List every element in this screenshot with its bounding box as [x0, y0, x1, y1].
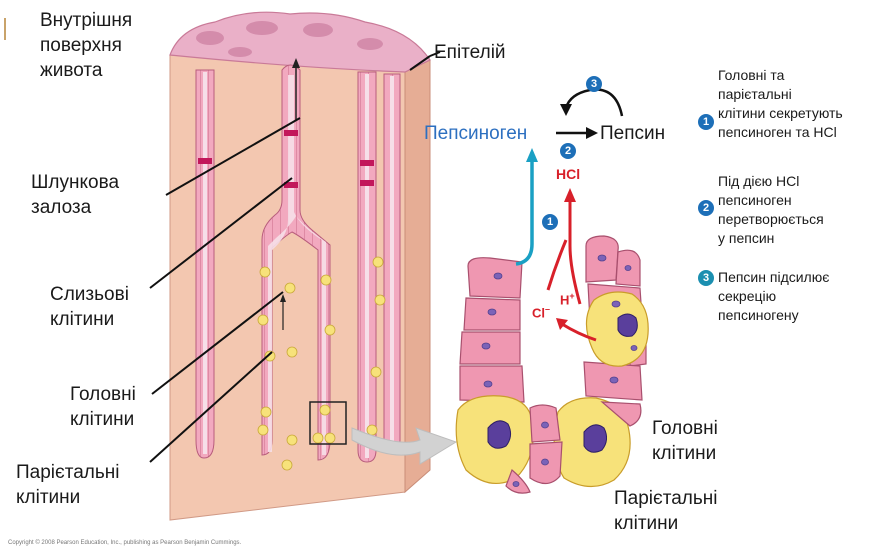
- label-parietal-cells-right: Парієтальні клітини: [614, 486, 717, 536]
- feedback-arrow: [566, 90, 622, 116]
- label-line: клітини: [614, 511, 717, 536]
- note-line: пепсиноген та HCl: [718, 123, 843, 142]
- note-line: у пепсин: [718, 229, 824, 248]
- note-1-badge: 1: [698, 114, 714, 130]
- copyright-text: Copyright © 2008 Pearson Education, Inc.…: [8, 540, 241, 546]
- note-line: секрецію: [718, 287, 829, 306]
- note-line: пепсиноген: [718, 191, 824, 210]
- label-line: Головні: [652, 416, 718, 441]
- label-line: поверхня: [40, 33, 132, 58]
- h-plus-symbol: H: [560, 292, 569, 307]
- label-epithelium: Епітелій: [434, 40, 506, 65]
- label-line: залоза: [31, 195, 119, 220]
- step-2-badge: 2: [560, 143, 576, 159]
- label-line: Головні: [70, 382, 136, 407]
- note-line: пепсиногену: [718, 306, 829, 325]
- note-line: Головні та: [718, 66, 843, 85]
- pepsinogen-arrow: [516, 162, 532, 264]
- label-line: Внутрішня: [40, 8, 132, 33]
- label-line: клітини: [16, 485, 119, 510]
- label-line: Шлункова: [31, 170, 119, 195]
- note-line: клітини секретують: [718, 104, 843, 123]
- note-2: Під дією HCl пепсиноген перетворюється у…: [718, 172, 824, 248]
- label-parietal-cells-left: Парієтальні клітини: [16, 460, 119, 510]
- note-3-badge: 3: [698, 270, 714, 286]
- note-1: Головні та парієтальні клітини секретуют…: [718, 66, 843, 142]
- label-chief-cells-right: Головні клітини: [652, 416, 718, 466]
- step-1-badge: 1: [542, 214, 558, 230]
- note-line: парієтальні: [718, 85, 843, 104]
- note-line: перетворюється: [718, 210, 824, 229]
- label-line: клітини: [70, 407, 136, 432]
- label-line: клітини: [50, 307, 129, 332]
- cl-minus-symbol: Cl: [532, 305, 545, 320]
- label-line: Слизьові: [50, 282, 129, 307]
- pepsinogen-label: Пепсиноген: [424, 121, 527, 146]
- note-line: Під дією HCl: [718, 172, 824, 191]
- hcl-label: HCl: [556, 162, 580, 187]
- label-line: Парієтальні: [614, 486, 717, 511]
- label-chief-cells-left: Головні клітини: [70, 382, 136, 432]
- label-gastric-gland: Шлункова залоза: [31, 170, 119, 220]
- note-line: Пепсин підсилює: [718, 268, 829, 287]
- cl-minus-label: Cl–: [532, 297, 550, 325]
- step-3-badge: 3: [586, 76, 602, 92]
- note-3: Пепсин підсилює секрецію пепсиногену: [718, 268, 829, 325]
- label-line: живота: [40, 58, 132, 83]
- note-2-badge: 2: [698, 200, 714, 216]
- cl-minus-charge: –: [545, 304, 550, 314]
- label-line: клітини: [652, 441, 718, 466]
- label-line: Парієтальні: [16, 460, 119, 485]
- label-mucous-cells: Слизьові клітини: [50, 282, 129, 332]
- label-inner-surface: Внутрішня поверхня живота: [40, 8, 132, 83]
- h-plus-charge: +: [569, 291, 574, 301]
- h-plus-label: H+: [560, 284, 575, 312]
- pepsin-label: Пепсин: [600, 121, 665, 146]
